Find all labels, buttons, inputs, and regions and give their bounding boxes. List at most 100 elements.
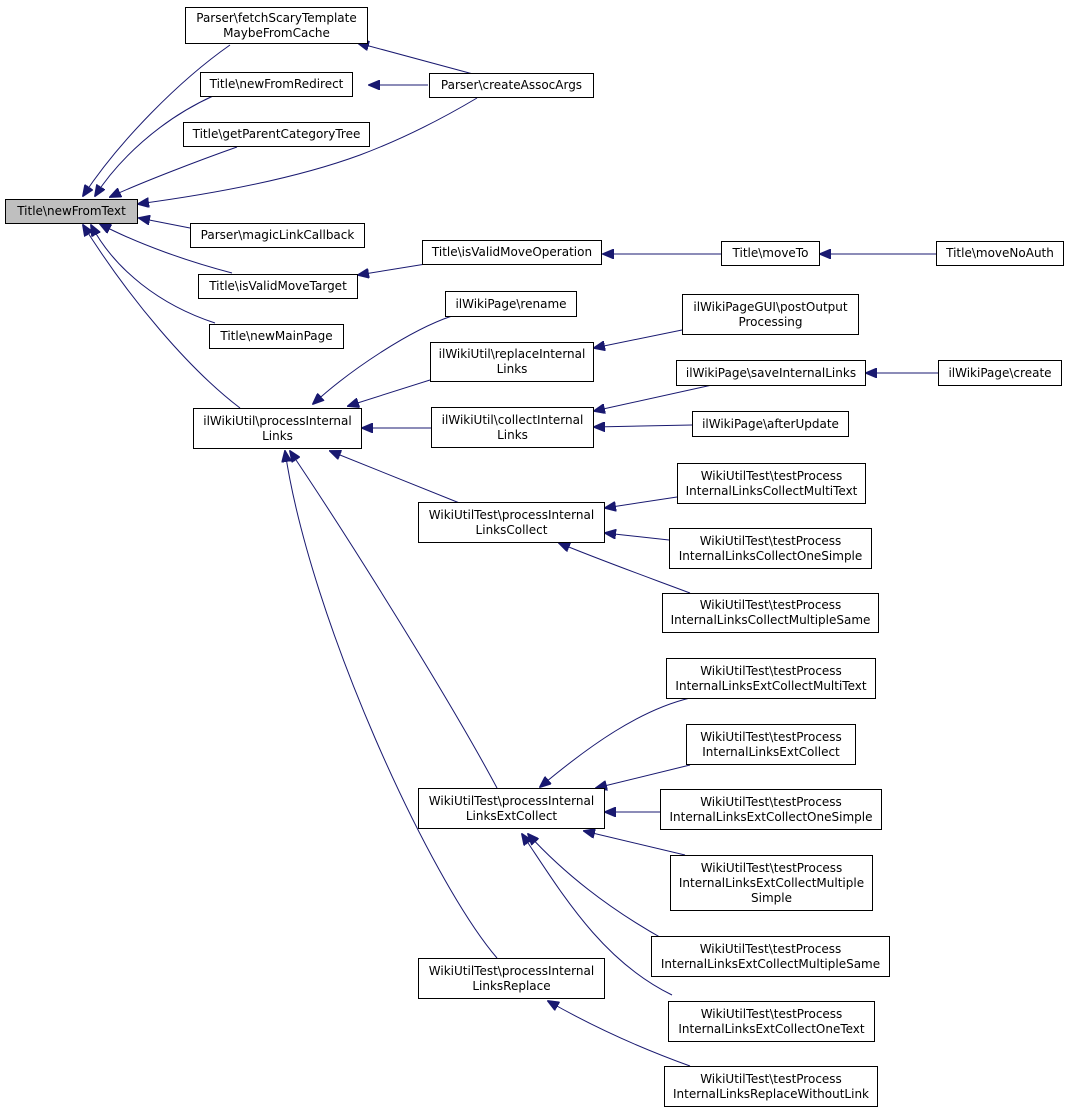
node-wikiutiltest-testprocessinternallinksextcollectonesimple[interactable]: WikiUtilTest\testProcess InternalLinksEx… xyxy=(660,789,882,830)
node-label-line1: ilWikiPageGUI\postOutput xyxy=(693,299,848,314)
node-label-line2: LinksCollect xyxy=(475,522,548,537)
node-label-line1: WikiUtilTest\testProcess xyxy=(700,1006,843,1021)
node-label-line2: InternalLinksCollectMultiText xyxy=(685,483,858,498)
node-label-line2: Processing xyxy=(738,314,803,329)
node-ilwikipage-saveinternallinks[interactable]: ilWikiPage\saveInternalLinks xyxy=(676,360,866,386)
node-parser-createassocargs[interactable]: Parser\createAssocArgs xyxy=(429,73,594,98)
node-ilwikipage-afterupdate[interactable]: ilWikiPage\afterUpdate xyxy=(692,411,849,437)
node-label: ilWikiPage\rename xyxy=(455,296,567,311)
node-ilwikipagegui-postoutputprocessing[interactable]: ilWikiPageGUI\postOutput Processing xyxy=(682,294,859,335)
edge-pilExtCollect-processIL xyxy=(290,451,498,789)
node-ilwikiutil-replaceinternallinks[interactable]: ilWikiUtil\replaceInternal Links xyxy=(430,342,594,382)
node-label-line1: WikiUtilTest\testProcess xyxy=(700,729,842,744)
node-wikiutiltest-testprocessinternallinksreplacewithoutlink[interactable]: WikiUtilTest\testProcess InternalLinksRe… xyxy=(664,1066,878,1107)
edge-newFromRedirect-root xyxy=(95,95,214,196)
node-wikiutiltest-processinternallinkscollect[interactable]: WikiUtilTest\processInternal LinksCollec… xyxy=(418,502,605,543)
node-wikiutiltest-testprocessinternallinkscollectmultiplesame[interactable]: WikiUtilTest\testProcess InternalLinksCo… xyxy=(662,593,879,633)
node-label: ilWikiPage\create xyxy=(948,365,1052,380)
node-ilwikiutil-collectinternallinks[interactable]: ilWikiUtil\collectInternal Links xyxy=(431,407,594,448)
node-label: Title\getParentCategoryTree xyxy=(192,127,361,141)
node-label-line1: WikiUtilTest\testProcess xyxy=(700,794,842,809)
edge-isValidMoveOp-isValidMoveTarget xyxy=(358,262,433,275)
node-wikiutiltest-testprocessinternallinksextcollectmultiplesimple[interactable]: WikiUtilTest\testProcess InternalLinksEx… xyxy=(670,855,873,911)
node-label-line2: InternalLinksExtCollectMultipleSame xyxy=(660,956,881,971)
node-ilwikipage-rename[interactable]: ilWikiPage\rename xyxy=(445,291,577,317)
node-label-line2: InternalLinksCollectOneSimple xyxy=(678,548,863,563)
edge-tExtMultipleSimple-pilExtCollect xyxy=(584,831,686,856)
node-label-line1: WikiUtilTest\testProcess xyxy=(700,468,843,483)
node-label-line1: WikiUtilTest\testProcess xyxy=(700,663,842,678)
edge-afterUpdate-collectIL xyxy=(594,425,693,427)
node-label-line1: Parser\fetchScaryTemplate xyxy=(196,10,357,25)
node-label-line1: ilWikiUtil\processInternal xyxy=(203,413,352,428)
node-title-newmainpage[interactable]: Title\newMainPage xyxy=(209,324,344,349)
node-wikiutiltest-testprocessinternallinkscollectonesimple[interactable]: WikiUtilTest\testProcess InternalLinksCo… xyxy=(669,528,872,569)
node-label: Parser\createAssocArgs xyxy=(440,78,583,92)
node-label-line2: LinksExtCollect xyxy=(465,808,558,823)
node-label-line2: InternalLinksExtCollect xyxy=(702,744,840,759)
node-ilwikipage-create[interactable]: ilWikiPage\create xyxy=(938,360,1062,386)
node-label-line2: InternalLinksExtCollectOneText xyxy=(678,1021,865,1036)
edge-tExtMultipleSame-pilExtCollect xyxy=(528,834,666,941)
node-wikiutiltest-testprocessinternallinksextcollect[interactable]: WikiUtilTest\testProcess InternalLinksEx… xyxy=(686,724,856,765)
node-label: Title\newMainPage xyxy=(220,329,333,343)
node-label-line2: MaybeFromCache xyxy=(223,25,330,40)
edge-newMainPage-root xyxy=(91,225,216,324)
node-label-line2: Links xyxy=(496,362,528,376)
edge-tExtMultiText-pilExtCollect xyxy=(540,697,691,787)
edge-tCollectMultiText-pilCollect xyxy=(605,496,678,508)
edge-tExtCollect-pilExtCollect xyxy=(596,764,691,788)
edge-tReplaceWithout-pilReplace xyxy=(548,1001,691,1067)
node-label: Title\newFromText xyxy=(17,204,126,218)
node-title-newfromredirect[interactable]: Title\newFromRedirect xyxy=(200,72,353,97)
node-title-isvalidmoveoperation[interactable]: Title\isValidMoveOperation xyxy=(422,240,602,265)
edge-magicLink-root xyxy=(139,218,191,229)
node-title-newfromtext: Title\newFromText xyxy=(5,199,138,224)
node-title-getparentcategorytree[interactable]: Title\getParentCategoryTree xyxy=(183,122,370,147)
node-label: Title\newFromRedirect xyxy=(209,77,344,91)
node-label-line1: WikiUtilTest\processInternal xyxy=(428,793,595,808)
node-label-line1: ilWikiUtil\collectInternal xyxy=(441,412,584,427)
node-label-line2: InternalLinksExtCollectMultiText xyxy=(675,678,867,693)
node-label-line2: InternalLinksReplaceWithoutLink xyxy=(672,1086,869,1101)
edge-getParentCat-root xyxy=(110,146,238,197)
edge-rename-processIL xyxy=(313,315,453,404)
node-label: Title\isValidMoveOperation xyxy=(431,245,593,259)
node-wikiutiltest-processinternallinksextcollect[interactable]: WikiUtilTest\processInternal LinksExtCol… xyxy=(418,788,605,829)
edge-pilReplace-processIL xyxy=(285,451,498,959)
node-wikiutiltest-testprocessinternallinksextcollectonetext[interactable]: WikiUtilTest\testProcess InternalLinksEx… xyxy=(668,1001,875,1042)
edge-processIL-root xyxy=(83,225,241,409)
node-title-moveto[interactable]: Title\moveTo xyxy=(721,241,820,266)
node-label-line2: LinksReplace xyxy=(472,978,551,993)
node-wikiutiltest-processinternallinksreplace[interactable]: WikiUtilTest\processInternal LinksReplac… xyxy=(418,958,605,999)
node-wikiutiltest-testprocessinternallinksextcollectmultiplesame[interactable]: WikiUtilTest\testProcess InternalLinksEx… xyxy=(651,936,890,977)
edge-pilCollect-processIL xyxy=(330,451,463,505)
node-parser-magiclinkcallback[interactable]: Parser\magicLinkCallback xyxy=(190,223,365,248)
node-parser-fetchscarytemplate[interactable]: Parser\fetchScaryTemplate MaybeFromCache xyxy=(185,7,368,44)
edge-tExtOneText-pilExtCollect xyxy=(522,834,673,996)
node-label-line1: WikiUtilTest\testProcess xyxy=(699,941,842,956)
node-wikiutiltest-testprocessinternallinksextcollectmultitext[interactable]: WikiUtilTest\testProcess InternalLinksEx… xyxy=(666,658,876,699)
node-label: ilWikiPage\saveInternalLinks xyxy=(685,365,857,380)
node-label-line1: WikiUtilTest\processInternal xyxy=(428,507,595,522)
node-label-line1: WikiUtilTest\testProcess xyxy=(699,598,842,612)
node-label: Parser\magicLinkCallback xyxy=(200,228,355,242)
node-label-line1: WikiUtilTest\testProcess xyxy=(699,533,842,548)
edge-tCollectOneSimple-pilCollect xyxy=(605,533,670,541)
node-wikiutiltest-testprocessinternallinkscollectmultitext[interactable]: WikiUtilTest\testProcess InternalLinksCo… xyxy=(677,463,866,504)
node-label: ilWikiPage\afterUpdate xyxy=(702,416,839,431)
node-ilwikiutil-processinternallinks[interactable]: ilWikiUtil\processInternal Links xyxy=(193,408,362,449)
edge-fetchScary-root xyxy=(83,44,231,196)
node-label: Title\moveTo xyxy=(732,246,809,260)
edge-createAssocArgs-root xyxy=(138,97,478,204)
node-title-movenoauth[interactable]: Title\moveNoAuth xyxy=(936,241,1064,266)
edge-createAssocArgs-fetchScary xyxy=(358,43,474,75)
node-title-isvalidmovetarget[interactable]: Title\isValidMoveTarget xyxy=(198,274,358,299)
node-label-line1: WikiUtilTest\testProcess xyxy=(700,860,843,875)
edge-postOutput-replaceIL xyxy=(594,329,683,348)
node-label: Title\moveNoAuth xyxy=(946,246,1054,260)
node-label-line1: ilWikiUtil\replaceInternal xyxy=(438,347,586,361)
edge-isValidMoveTarget-root xyxy=(100,224,233,274)
node-label-line1: WikiUtilTest\processInternal xyxy=(428,963,595,978)
